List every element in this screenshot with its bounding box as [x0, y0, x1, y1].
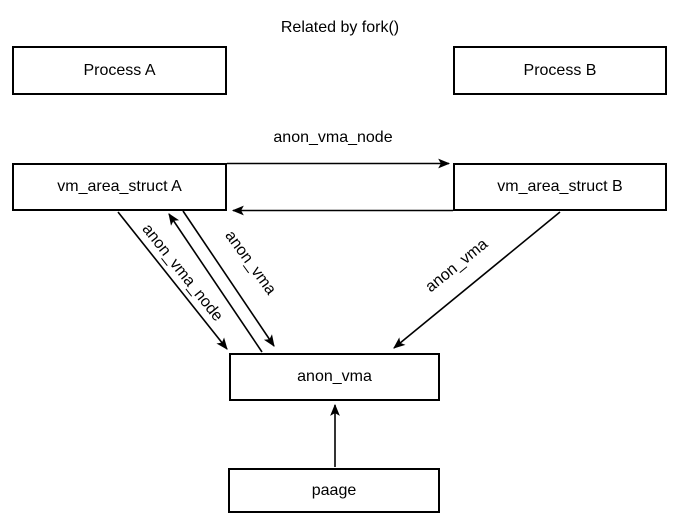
node-vm-area-struct-a-label: vm_area_struct A — [57, 178, 182, 195]
arrow-vma-a-to-anon-vma-node — [117, 211, 228, 350]
node-vm-area-struct-b-label: vm_area_struct B — [497, 178, 623, 195]
node-vm-area-struct-b: vm_area_struct B — [453, 163, 667, 211]
arrow-vma-a-to-anon-vma — [182, 210, 275, 347]
node-paage: paage — [228, 468, 440, 513]
node-process-a: Process A — [12, 46, 227, 95]
edge-label-anon-vma-node-top: anon_vma_node — [271, 129, 395, 147]
arrow-anon-vma-to-vma-a — [168, 213, 263, 353]
node-process-b: Process B — [453, 46, 667, 95]
node-process-a-label: Process A — [83, 61, 156, 79]
node-vm-area-struct-a: vm_area_struct A — [12, 163, 227, 211]
diagram-title: Related by fork() — [278, 19, 402, 37]
arrow-vma-b-to-anon-vma — [393, 211, 561, 349]
node-paage-label: paage — [311, 481, 357, 499]
node-anon-vma-label: anon_vma — [297, 368, 372, 385]
node-anon-vma: anon_vma — [229, 353, 440, 401]
node-process-b-label: Process B — [523, 61, 597, 79]
